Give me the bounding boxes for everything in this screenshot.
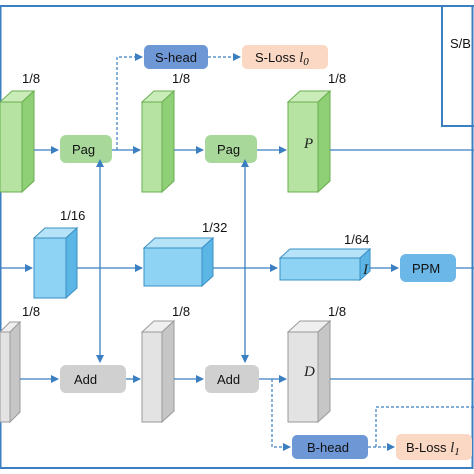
s-head-box: S-head <box>144 45 208 69</box>
symbol-p: P <box>303 136 313 152</box>
feature-cube-mid-2 <box>142 236 215 288</box>
s-loss-symbol: l <box>299 50 303 66</box>
scale-label-top-2: 1/8 <box>172 71 190 86</box>
s-loss-text: S-Loss <box>255 50 299 65</box>
b-loss-symbol: l <box>450 440 454 456</box>
feature-cube-bot-3 <box>286 319 332 424</box>
add-box-2: Add <box>205 365 259 393</box>
sb-panel-title: S/B <box>450 36 471 51</box>
dashed-feedback-bloss <box>375 406 474 447</box>
b-loss-text: B-Loss <box>406 440 450 455</box>
feature-cube-top-2 <box>140 89 176 194</box>
scale-label-mid-1: 1/16 <box>60 208 85 223</box>
feature-cube-top-1 <box>0 89 36 194</box>
scale-label-mid-2: 1/32 <box>202 220 227 235</box>
scale-label-bot-2: 1/8 <box>172 304 190 319</box>
symbol-i: I <box>362 262 369 278</box>
feature-cube-bot-2 <box>140 319 176 424</box>
dashed-to-bhead <box>271 379 291 451</box>
feature-cube-top-3 <box>286 89 332 194</box>
feature-cube-mid-1 <box>32 226 79 300</box>
b-head-label: B-head <box>307 440 349 455</box>
b-loss-sub: 1 <box>454 446 460 458</box>
s-loss-box: S-Loss l0 <box>242 45 328 69</box>
scale-label-bot-3: 1/8 <box>328 304 346 319</box>
add-box-1-label: Add <box>74 372 97 387</box>
add-box-1: Add <box>60 365 126 393</box>
pag-box-2-label: Pag <box>217 142 240 157</box>
pag-box-2: Pag <box>205 135 257 163</box>
scale-label-bot-1: 1/8 <box>22 304 40 319</box>
ppm-label: PPM <box>412 261 440 276</box>
b-loss-label: B-Loss l1 <box>406 440 460 458</box>
b-loss-box: B-Loss l1 <box>396 434 472 460</box>
ppm-box: PPM <box>400 254 456 282</box>
b-head-box: B-head <box>292 435 368 459</box>
feature-cube-bot-1 <box>0 320 22 424</box>
symbol-d: D <box>303 364 315 380</box>
scale-label-top-1: 1/8 <box>22 71 40 86</box>
s-head-label: S-head <box>155 50 197 65</box>
sb-panel-frame <box>441 5 474 127</box>
scale-label-top-3: 1/8 <box>328 71 346 86</box>
outer-frame <box>0 5 474 469</box>
feature-cube-mid-3 <box>278 247 372 282</box>
pag-box-1-label: Pag <box>72 142 95 157</box>
s-loss-label: S-Loss l0 <box>255 50 309 68</box>
pag-box-1: Pag <box>60 135 112 163</box>
s-loss-sub: 0 <box>303 56 309 68</box>
dashed-to-shead <box>116 53 143 150</box>
add-box-2-label: Add <box>217 372 240 387</box>
scale-label-mid-3: 1/64 <box>344 232 369 247</box>
